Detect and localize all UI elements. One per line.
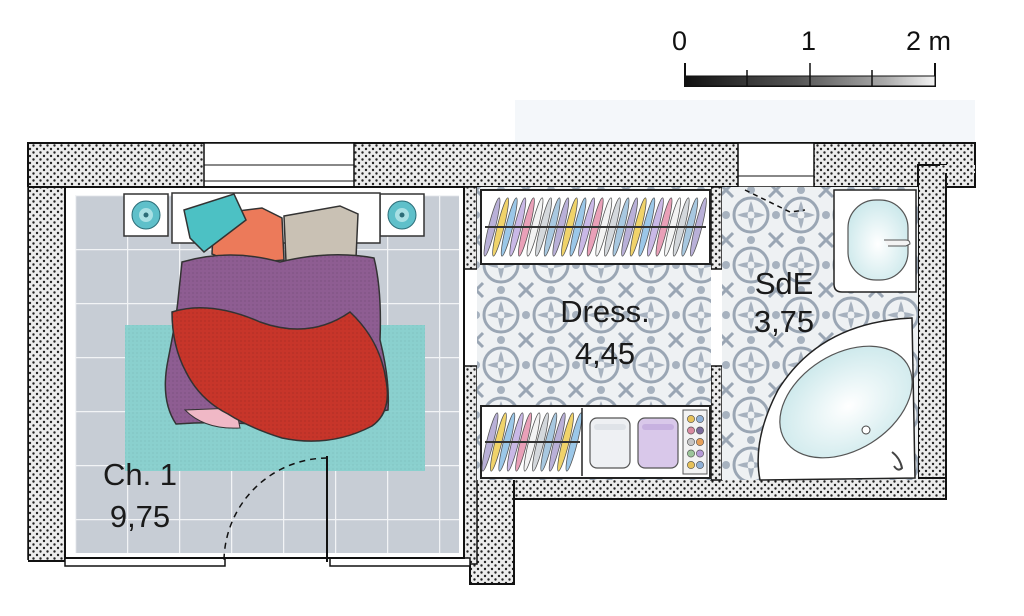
dressing-bottom-unit <box>480 405 711 479</box>
bedside-lamp-right <box>379 193 425 237</box>
double-bed <box>164 192 390 442</box>
shoe <box>696 438 704 446</box>
room-label-dressing: Dress. 4,45 <box>545 294 665 372</box>
background-shade <box>515 100 975 142</box>
hanging-rail-top <box>480 189 711 265</box>
room-name: SdE <box>754 266 814 301</box>
shoe <box>696 415 704 423</box>
shoe <box>696 461 704 469</box>
scale-bar <box>684 63 936 87</box>
room-name: Ch. 1 <box>102 457 178 492</box>
room-area: 3,75 <box>753 304 815 339</box>
pillow-teal <box>183 193 247 253</box>
room-area: 9,75 <box>109 499 171 534</box>
folded-stack-white <box>589 417 631 469</box>
shoe <box>696 426 704 435</box>
shoe <box>696 449 704 458</box>
room-label-bedroom: Ch. 1 9,75 <box>80 457 200 535</box>
bedside-lamp-left <box>123 193 169 237</box>
window-bedroom <box>203 142 355 188</box>
scale-label-0: 0 <box>672 26 688 56</box>
room-label-shower-room: SdE 3,75 <box>724 266 844 340</box>
scale-label-2m: 2 m <box>906 26 952 56</box>
bathtub <box>757 317 916 481</box>
shoe <box>687 461 695 469</box>
room-name: Dress. <box>560 294 650 329</box>
shoe <box>687 426 695 435</box>
washbasin <box>833 189 917 293</box>
shoe <box>687 415 695 423</box>
folded-stack-purple <box>637 417 679 469</box>
room-area: 4,45 <box>574 336 636 371</box>
scale-label-1: 1 <box>801 26 817 56</box>
bedroom-door <box>223 456 328 562</box>
window-bathroom <box>737 142 815 188</box>
shoe <box>687 449 695 458</box>
shoe <box>687 438 695 446</box>
